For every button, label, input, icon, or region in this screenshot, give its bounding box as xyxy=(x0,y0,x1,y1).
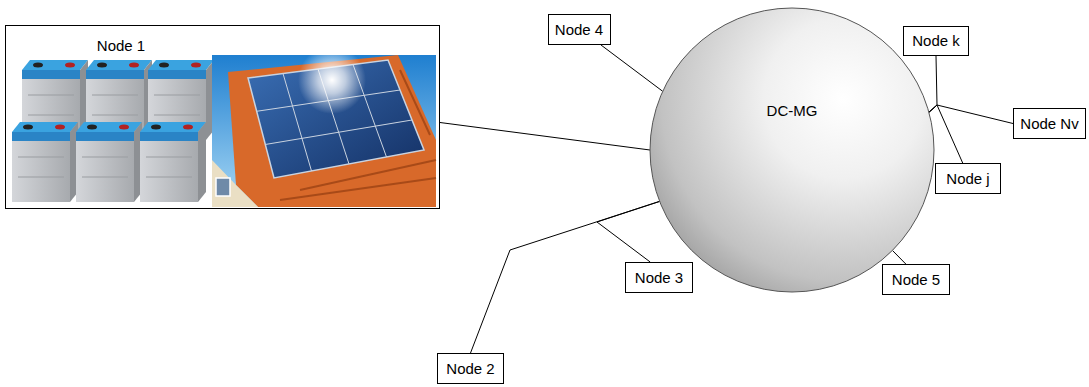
node-box: Node k xyxy=(903,26,969,56)
node-label: Node j xyxy=(946,170,989,188)
window xyxy=(216,178,230,196)
battery xyxy=(76,122,142,202)
connector-line xyxy=(929,56,937,112)
roof-tiles xyxy=(280,178,436,200)
bus-label: DC-MG xyxy=(767,102,818,120)
connector-line xyxy=(601,45,663,91)
node-label: Node 4 xyxy=(555,21,603,39)
wall xyxy=(212,160,258,207)
node-box: Node 5 xyxy=(882,264,950,295)
node-box: Node 2 xyxy=(437,353,504,384)
node-label: Node 1 xyxy=(97,37,145,55)
circle-outline xyxy=(649,7,935,293)
connector-line xyxy=(440,123,650,151)
sun-glare xyxy=(298,46,366,114)
node-label: Node k xyxy=(912,32,960,50)
bus-circle: DC-MG xyxy=(649,7,935,293)
node-label: Node 3 xyxy=(635,269,683,287)
node-box: Node j xyxy=(935,163,1001,194)
connector-line xyxy=(597,201,660,262)
node-label: Node Nv xyxy=(1020,115,1078,133)
node-box: Node Nv xyxy=(1013,108,1086,139)
node-box: Node 3 xyxy=(625,262,693,293)
node-box: Node 4 xyxy=(548,14,611,45)
battery xyxy=(12,122,78,202)
node-label: Node 5 xyxy=(892,271,940,289)
connector-line xyxy=(892,250,905,264)
node-label: Node 2 xyxy=(446,360,494,378)
solar-roof-photo xyxy=(212,46,436,207)
node-panel: Node 1 xyxy=(5,25,440,209)
battery-bank xyxy=(12,60,214,202)
bus-disc xyxy=(650,8,934,292)
battery xyxy=(140,122,206,202)
